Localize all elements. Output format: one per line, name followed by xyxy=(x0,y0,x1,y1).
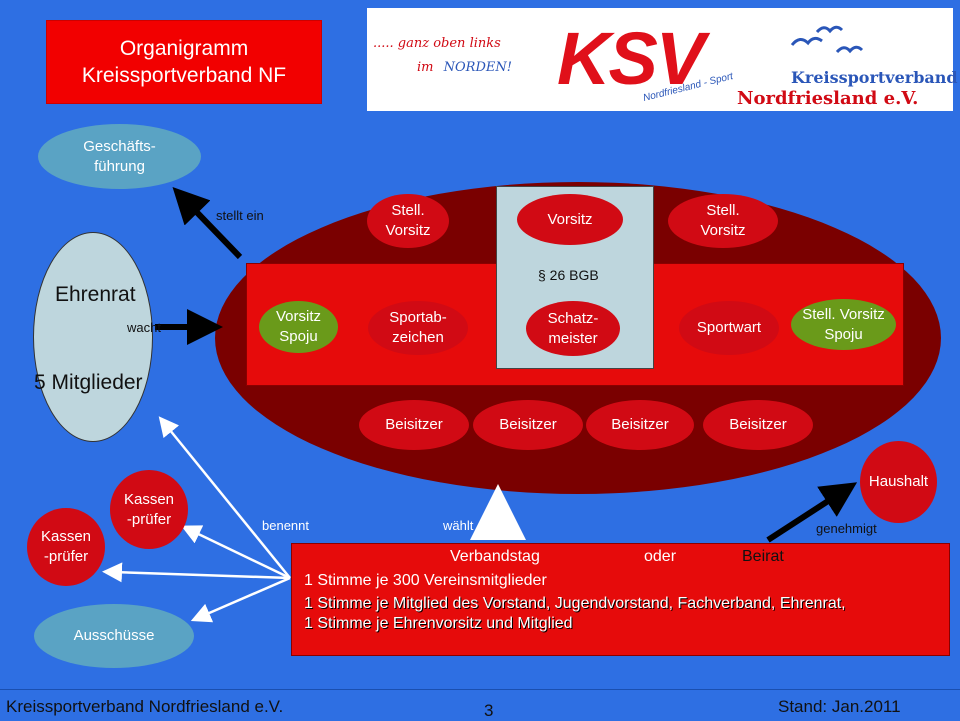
verbandstag-line-3: 1 Stimme je Ehrenvorsitz und Mitglied xyxy=(304,615,573,632)
verbandstag-beirat: Beirat xyxy=(742,548,784,565)
vorsitz-node[interactable]: Vorsitz xyxy=(517,194,623,245)
title-line-2: Kreissportverband NF xyxy=(81,64,287,87)
sportabzeichen-node[interactable]: Sportab-zeichen xyxy=(368,301,468,355)
sportabzeichen-l2: zeichen xyxy=(392,329,444,346)
stell-vorsitz-right-l1: Stell. xyxy=(706,202,740,219)
schatzmeister-l2: meister xyxy=(548,329,598,347)
footer: Kreissportverband Nordfriesland e.V. 3 S… xyxy=(0,689,960,721)
beisitzer-1-label: Beisitzer xyxy=(385,416,443,433)
arrow-benennt-kasse1 xyxy=(180,525,291,580)
stell-vorsitz-left-l2: Vorsitz xyxy=(385,222,431,239)
vorsitz-label: Vorsitz xyxy=(547,210,593,228)
logo-slogan-im: im xyxy=(417,60,434,75)
stell-vorsitz-right[interactable]: Stell. Vorsitz xyxy=(668,194,778,248)
beisitzer-3[interactable]: Beisitzer xyxy=(586,400,694,450)
logo-org-2: Nordfriesland e.V. xyxy=(737,88,919,109)
schatzmeister-node[interactable]: Schatz-meister xyxy=(526,301,620,356)
logo-slogan-1: ..... ganz oben links xyxy=(373,36,501,51)
verbandstag-line-1: 1 Stimme je 300 Vereinsmitglieder xyxy=(304,572,547,589)
label-waehlt: wählt xyxy=(443,518,474,533)
logo-slogan-norden: NORDEN! xyxy=(443,60,512,75)
kassenpruefer-2-l2: -prüfer xyxy=(43,548,89,565)
kassenpruefer-1-l2: -prüfer xyxy=(126,510,172,528)
arrow-genehmigt xyxy=(766,482,858,543)
kassenpruefer-2[interactable]: Kassen -prüfer xyxy=(27,508,105,586)
stell-vorsitz-left-l1: Stell. xyxy=(391,202,425,219)
label-benennt: benennt xyxy=(262,518,309,533)
ehrenrat-members: 5 Mitglieder xyxy=(34,371,143,394)
vorsitz-spoju-l2: Spoju xyxy=(279,328,318,345)
ausschuesse-label: Ausschüsse xyxy=(73,627,155,644)
beisitzer-1[interactable]: Beisitzer xyxy=(359,400,469,450)
beisitzer-4-label: Beisitzer xyxy=(729,416,787,433)
footer-right: Stand: Jan.2011 xyxy=(778,697,901,716)
birds-icon xyxy=(790,25,864,54)
geschaeftsfuehrung-node[interactable]: Geschäfts-führung xyxy=(38,124,201,189)
kassenpruefer-1-l1: Kassen xyxy=(123,490,175,508)
label-stellt-ein: stellt ein xyxy=(216,208,264,223)
ksv-logo: ..... ganz oben links im NORDEN! KSV Nor… xyxy=(367,8,958,111)
arrow-benennt-ehrenrat xyxy=(158,416,291,579)
stell-vorsitz-left[interactable]: Stell. Vorsitz xyxy=(367,194,449,248)
beisitzer-3-label: Beisitzer xyxy=(611,416,669,433)
verbandstag-box: Verbandstag oder Beirat 1 Stimme je 300 … xyxy=(291,543,950,656)
label-genehmigt: genehmigt xyxy=(816,521,877,536)
title-box: Organigramm Kreissportverband NF xyxy=(46,20,322,104)
logo-brand: KSV xyxy=(557,17,705,100)
kassenpruefer-1[interactable]: Kassen -prüfer xyxy=(110,470,188,549)
arrow-benennt-kasse2 xyxy=(102,562,291,583)
verbandstag-head: Verbandstag xyxy=(450,548,540,565)
beisitzer-4[interactable]: Beisitzer xyxy=(703,400,813,450)
stell-vorsitz-spoju-l1: Stell. Vorsitz xyxy=(802,305,885,323)
ehrenrat-node[interactable] xyxy=(33,232,153,442)
verbandstag-line-2: 1 Stimme je Mitglied des Vorstand, Jugen… xyxy=(304,595,846,612)
footer-page: 3 xyxy=(484,701,494,720)
stell-vorsitz-spoju-l2: Spoju xyxy=(824,325,863,343)
sportwart-node[interactable]: Sportwart xyxy=(679,301,779,355)
ehrenrat-title: Ehrenrat xyxy=(55,283,136,306)
verbandstag-oder: oder xyxy=(644,548,677,565)
arrow-benennt-ausschuesse xyxy=(190,576,291,623)
label-wacht: wacht xyxy=(127,320,161,335)
vorsitz-spoju-l1: Vorsitz xyxy=(275,308,321,325)
geschaeftsfuehrung-line-1: Geschäfts- xyxy=(83,137,156,155)
haushalt-label: Haushalt xyxy=(868,473,929,490)
haushalt-node[interactable]: Haushalt xyxy=(860,441,937,523)
stell-vorsitz-right-l2: Vorsitz xyxy=(700,222,746,239)
ausschuesse-node[interactable]: Ausschüsse xyxy=(34,604,194,668)
bgb-label: § 26 BGB xyxy=(538,267,599,283)
logo-org-1: Kreissportverband xyxy=(791,68,958,87)
beisitzer-2[interactable]: Beisitzer xyxy=(473,400,583,450)
sportwart-label: Sportwart xyxy=(696,319,762,336)
kassenpruefer-2-l1: Kassen xyxy=(40,528,92,545)
beisitzer-2-label: Beisitzer xyxy=(499,416,557,433)
arrow-stellt-ein xyxy=(172,187,243,260)
logo-slogan-2: im NORDEN! xyxy=(417,60,512,75)
title-line-1: Organigramm xyxy=(119,37,249,60)
schatzmeister-l1: Schatz- xyxy=(547,309,599,327)
footer-left: Kreissportverband Nordfriesland e.V. xyxy=(6,697,284,716)
geschaeftsfuehrung-line-2: führung xyxy=(94,157,145,175)
sportabzeichen-l1: Sportab- xyxy=(389,309,447,326)
